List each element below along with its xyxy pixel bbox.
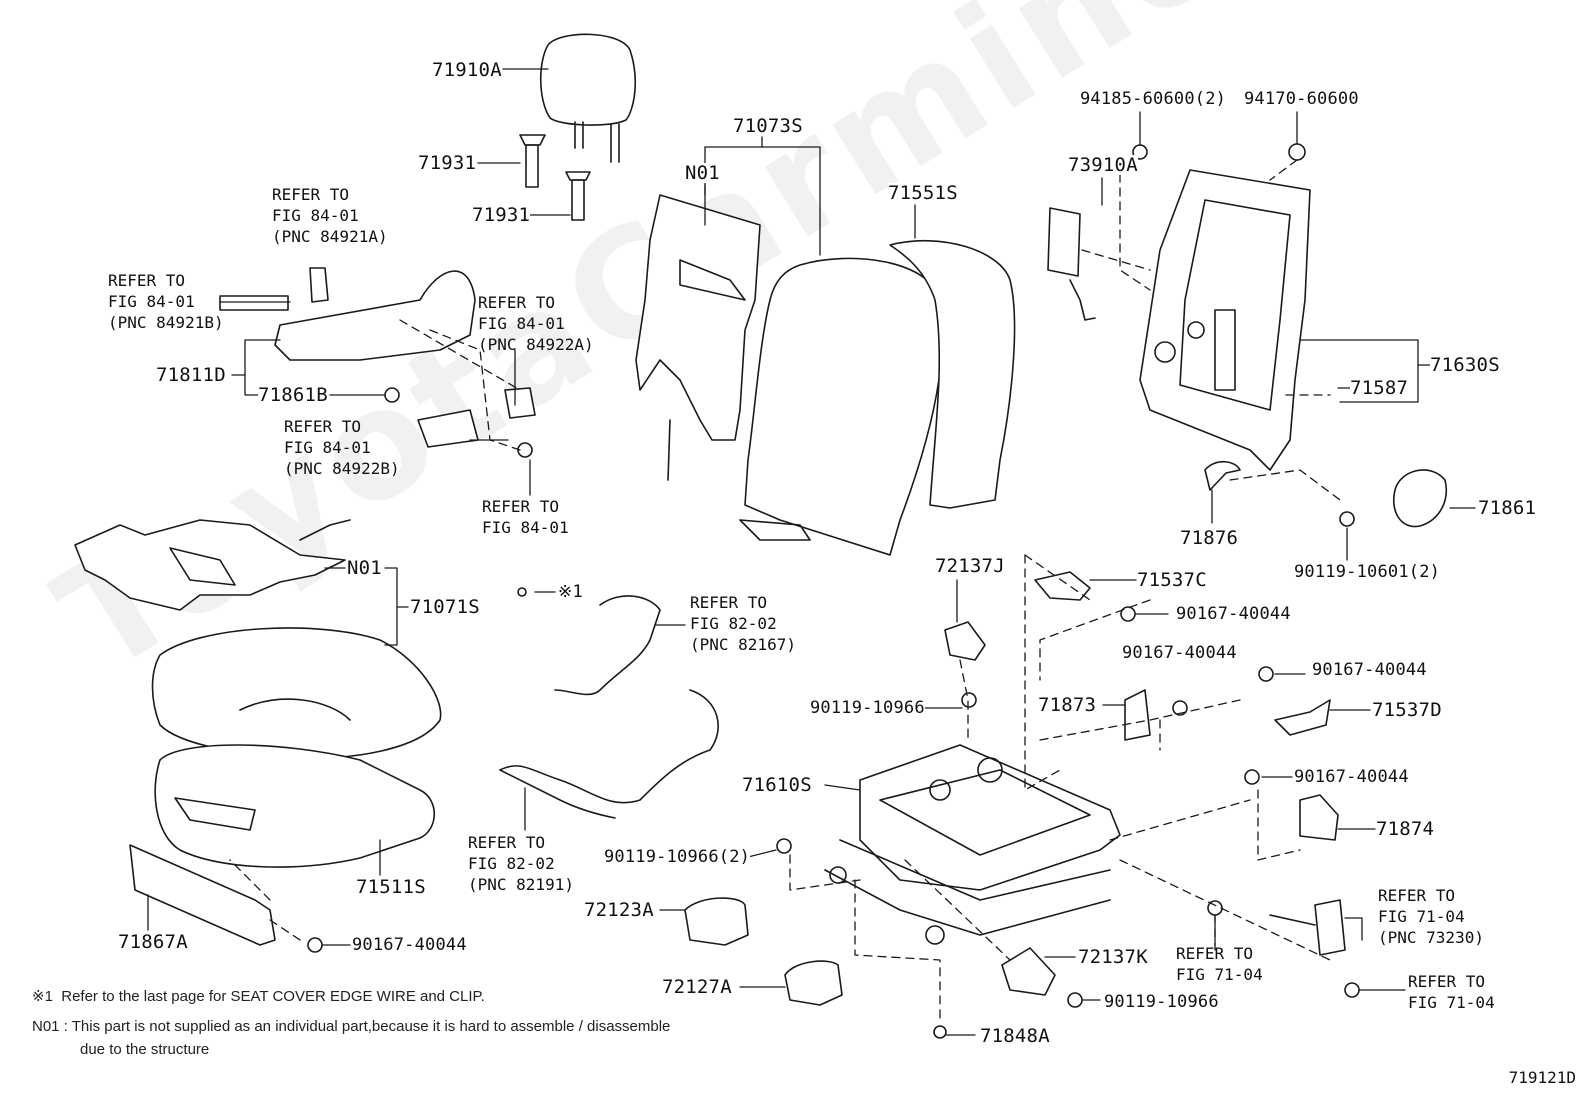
footnote-1: ※1 Refer to the last page for SEAT COVER… — [32, 988, 485, 1005]
refer-fig-71-04-center: REFER TO FIG 71-04 — [1176, 944, 1263, 984]
footnote-n01: N01 : This part is not supplied as an in… — [32, 1018, 671, 1035]
part-label-71551S: 71551S — [888, 182, 958, 204]
part-label-71876: 71876 — [1180, 527, 1239, 549]
part-label-90167-40044-d: 90167-40044 — [1294, 767, 1409, 787]
part-label-72137J: 72137J — [935, 555, 1005, 577]
airbag-module-drawing — [1047, 207, 1081, 277]
cushion-sheet-drawing — [74, 519, 346, 611]
seatback-cover-drawing — [744, 257, 944, 556]
part-label-n01-upper: N01 — [685, 162, 720, 184]
refer-fig-84-01-pnc-84921B: REFER TO FIG 84-01 (PNC 84921B) — [108, 271, 224, 332]
part-label-71071S: 71071S — [410, 596, 480, 618]
hinge-71537C-drawing — [1034, 571, 1091, 601]
track-cover-72123A-drawing — [684, 897, 749, 946]
diagram-id: 719121D — [1508, 1068, 1576, 1087]
refer-fig-84-01: REFER TO FIG 84-01 — [482, 497, 569, 537]
refer-fig-84-01-pnc-84921A: REFER TO FIG 84-01 (PNC 84921A) — [272, 185, 388, 246]
part-label-90119-10966-2: 90119-10966(2) — [604, 847, 751, 867]
seatback-sheet-drawing — [635, 194, 761, 441]
refer-fig-71-04-right: REFER TO FIG 71-04 — [1408, 972, 1495, 1012]
hinge-71537D-drawing — [1274, 699, 1331, 736]
part-label-90119-10966-lower: 90119-10966 — [1104, 992, 1219, 1012]
part-label-71861B: 71861B — [258, 384, 328, 406]
wire-harness-drawing — [554, 595, 661, 696]
part-label-71931-lower: 71931 — [472, 204, 531, 226]
part-label-90167-40044-b: 90167-40044 — [1122, 643, 1237, 663]
part-label-90119-10601: 90119-10601(2) — [1294, 562, 1441, 582]
cover-72137K-drawing — [1001, 947, 1056, 996]
part-label-71861: 71861 — [1478, 497, 1537, 519]
footnote-n01-continued: due to the structure — [80, 1041, 210, 1058]
part-label-71073S: 71073S — [733, 115, 803, 137]
part-label-90167-40044-a: 90167-40044 — [1176, 604, 1291, 624]
seatback-pad-drawing — [889, 239, 1016, 509]
headrest-guide-drawing — [519, 134, 591, 221]
part-label-71848A: 71848A — [980, 1025, 1050, 1047]
part-label-71910A: 71910A — [432, 59, 502, 81]
seat-adjuster-frame-drawing — [859, 744, 1121, 891]
part-label-71630S: 71630S — [1430, 354, 1500, 376]
part-label-71537C: 71537C — [1137, 569, 1207, 591]
part-label-71874: 71874 — [1376, 818, 1435, 840]
refer-fig-82-02-pnc-82191: REFER TO FIG 82-02 (PNC 82191) — [468, 833, 574, 894]
part-label-94170-60600: 94170-60600 — [1244, 89, 1359, 109]
front-trim-drawing — [129, 844, 276, 946]
cushion-cover-drawing — [151, 627, 442, 760]
cushion-pad-drawing — [154, 744, 435, 868]
refer-fig-84-01-pnc-84922A: REFER TO FIG 84-01 (PNC 84922A) — [478, 293, 594, 354]
part-label-71873: 71873 — [1038, 694, 1097, 716]
part-label-71867A: 71867A — [118, 931, 188, 953]
bracket-71874-drawing — [1299, 794, 1339, 841]
part-label-90167-40044-c: 90167-40044 — [1312, 660, 1427, 680]
leader-lines — [147, 68, 1476, 1036]
mark-1: ※1 — [558, 582, 583, 602]
assembly-dashed-lines — [229, 159, 1341, 1021]
side-shield-drawing — [274, 270, 476, 361]
part-label-71511S: 71511S — [356, 876, 426, 898]
refer-fig-71-04-pnc-73230: REFER TO FIG 71-04 (PNC 73230) — [1378, 886, 1484, 947]
part-label-73910A: 73910A — [1068, 154, 1138, 176]
part-label-71610S: 71610S — [742, 774, 812, 796]
refer-fig-82-02-pnc-82167: REFER TO FIG 82-02 (PNC 82167) — [690, 593, 796, 654]
part-label-71811D: 71811D — [156, 364, 226, 386]
part-label-71587: 71587 — [1350, 377, 1409, 399]
bracket-71873-drawing — [1124, 689, 1151, 741]
track-cover-72127A-drawing — [784, 960, 843, 1006]
headrest-drawing — [539, 33, 636, 163]
part-label-72137K: 72137K — [1078, 946, 1148, 968]
part-label-72123A: 72123A — [584, 899, 654, 921]
part-label-94185-60600: 94185-60600(2) — [1080, 89, 1227, 109]
bracket-71876-drawing — [1204, 460, 1241, 491]
part-label-72127A: 72127A — [662, 976, 732, 998]
part-label-90167-40044-e: 90167-40044 — [352, 935, 467, 955]
part-label-71931-upper: 71931 — [418, 152, 477, 174]
refer-fig-84-01-pnc-84922B: REFER TO FIG 84-01 (PNC 84922B) — [284, 417, 400, 478]
cover-72137J-drawing — [944, 621, 986, 661]
part-label-n01-middle: N01 — [347, 557, 382, 579]
recliner-cover-drawing — [1393, 469, 1447, 528]
seat-belt-buckle-drawing — [1314, 899, 1346, 956]
seatback-frame-drawing — [1139, 169, 1311, 471]
part-label-71537D: 71537D — [1372, 699, 1442, 721]
part-label-90119-10966-upper: 90119-10966 — [810, 698, 925, 718]
